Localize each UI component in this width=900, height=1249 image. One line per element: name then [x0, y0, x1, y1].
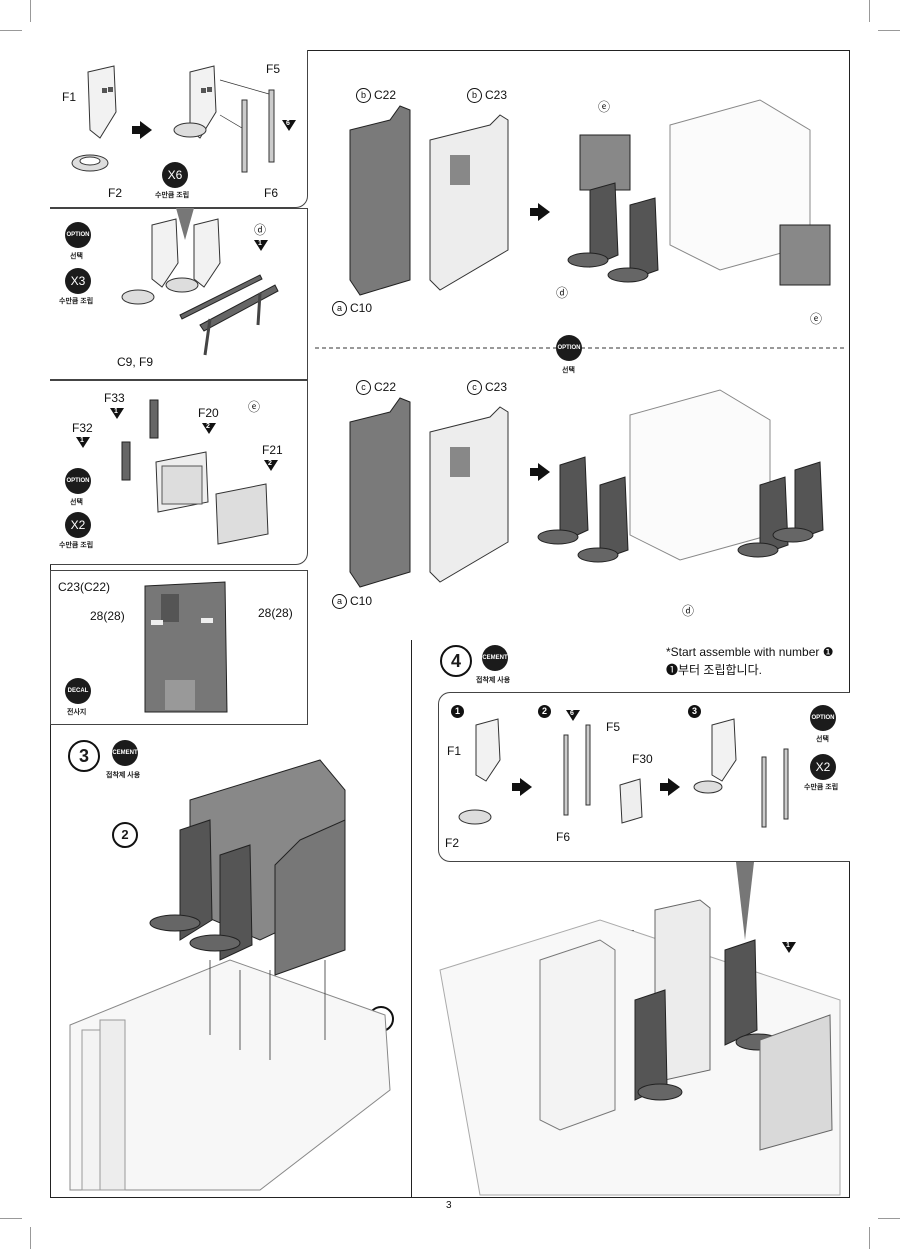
decal-label-right: 28(28): [258, 606, 293, 620]
part-label-f1: F1: [62, 90, 77, 104]
cement-badge: CEMENT: [112, 740, 138, 766]
decal-label-left: 28(28): [90, 609, 125, 623]
qty-triangle: 1: [110, 408, 124, 419]
decal-panel-drawing: [144, 581, 228, 713]
cement-caption: 접착제 사용: [106, 772, 141, 779]
callout-e-bottom: ⓔ: [810, 312, 823, 326]
callout-e-top: ⓔ: [598, 100, 611, 114]
wall-panels-top-drawing: [349, 105, 509, 296]
crop-mark: [869, 1227, 870, 1249]
part-label-f6: F6: [264, 186, 279, 200]
callout-d: ⓓ: [254, 223, 267, 237]
sub-step-2: 2: [112, 822, 138, 848]
qty-triangle: 1: [76, 437, 90, 448]
crop-mark: [30, 0, 31, 22]
qty-triangle: 1: [254, 240, 268, 251]
grey-pointer: [736, 862, 754, 940]
part-label-f21: F21: [262, 443, 283, 457]
qty-caption: 수만큼 조립: [59, 542, 94, 549]
crop-mark: [30, 1227, 31, 1249]
option-badge: OPTION: [556, 335, 582, 361]
callout-e: ⓔ: [248, 400, 261, 414]
grey-pointer: [176, 208, 194, 240]
sub-step-2: 2: [538, 705, 551, 718]
cabin-bottom-drawing: [537, 389, 824, 563]
callout-d-top: ⓓ: [556, 286, 569, 300]
option-caption: 선택: [562, 367, 575, 374]
option-caption: 선택: [816, 736, 829, 743]
seat-frame-drawing: [121, 218, 279, 356]
crop-mark: [0, 30, 22, 31]
part-label-c9-f9: C9, F9: [117, 355, 154, 369]
part-label-f33: F33: [104, 391, 125, 405]
sub-step-1: 1: [451, 705, 464, 718]
step4-note-ko: ❶부터 조립합니다.: [666, 663, 762, 677]
option-caption: 선택: [70, 499, 83, 506]
step4-substeps-drawing: [458, 718, 789, 828]
option-badge: OPTION: [810, 705, 836, 731]
decal-panel-title: C23(C22): [58, 580, 111, 594]
page-number: 3: [446, 1200, 452, 1211]
callout-d-lower: ⓓ: [682, 604, 695, 618]
column-divider: [411, 640, 412, 1198]
step4-note-en: *Start assemble with number ❶: [666, 645, 834, 659]
step3-assembly-drawing: [69, 759, 391, 1191]
part-label-f1: F1: [447, 744, 462, 758]
crop-mark: [0, 1218, 22, 1219]
step4-substeps-panel: [438, 692, 850, 862]
wall-panels-bottom-drawing: [349, 397, 509, 588]
qty-badge: X3: [65, 268, 91, 294]
box-parts-drawing: [121, 399, 269, 545]
qty-badge: X2: [65, 512, 91, 538]
qty-badge: X2: [810, 754, 836, 780]
crop-mark: [878, 1218, 900, 1219]
qty-triangle: 2: [202, 423, 216, 434]
step-number: 4: [440, 645, 472, 677]
decal-badge: DECAL: [65, 678, 91, 704]
option-caption: 선택: [70, 253, 83, 260]
option-badge: OPTION: [65, 222, 91, 248]
qty-triangle: 6: [566, 710, 580, 721]
qty-triangle: 6: [282, 120, 296, 131]
step-arrow: [132, 121, 152, 139]
part-label-f2: F2: [445, 836, 460, 850]
qty-caption: 수만큼 조립: [804, 784, 839, 791]
decal-caption: 전사지: [67, 709, 87, 716]
part-label-f32: F32: [72, 421, 93, 435]
qty-caption: 수만큼 조립: [155, 192, 190, 199]
option-badge: OPTION: [65, 468, 91, 494]
step4-main-drawing: [439, 899, 841, 1196]
crop-mark: [878, 30, 900, 31]
qty-triangle: 1: [782, 942, 796, 953]
step-number: 3: [68, 740, 100, 772]
qty-triangle: 2: [264, 460, 278, 471]
seat-back-drawing: [71, 65, 275, 173]
step-arrow: [530, 203, 550, 221]
part-label-f5: F5: [266, 62, 281, 76]
cement-caption: 접착제 사용: [476, 677, 511, 684]
part-label-f20: F20: [198, 406, 219, 420]
step-arrow: [512, 778, 532, 796]
sub-step-3: 3: [688, 705, 701, 718]
step-arrow: [530, 463, 550, 481]
qty-badge: X6: [162, 162, 188, 188]
part-label-f2: F2: [108, 186, 123, 200]
part-label-f5: F5: [606, 720, 621, 734]
part-label-f6: F6: [556, 830, 571, 844]
qty-caption: 수만큼 조립: [59, 298, 94, 305]
crop-mark: [869, 0, 870, 22]
step-arrow: [660, 778, 680, 796]
cabin-top-drawing: [567, 99, 831, 286]
option-divider: [315, 347, 845, 349]
part-label-f30: F30: [632, 752, 653, 766]
cement-badge: CEMENT: [482, 645, 508, 671]
